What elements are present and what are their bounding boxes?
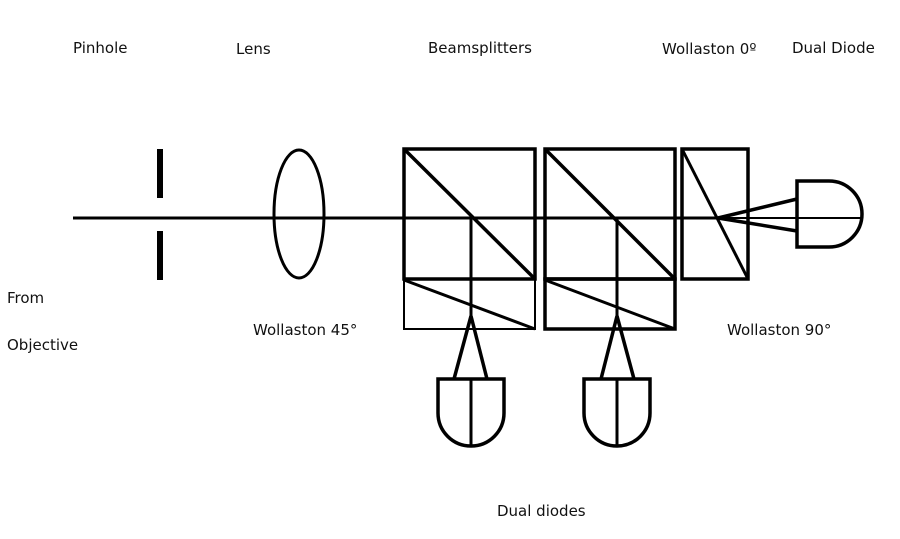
pinhole-lower-blade	[157, 231, 163, 280]
wollaston-0-box	[680, 147, 750, 281]
label-wollaston-90: Wollaston 90°	[727, 321, 832, 339]
label-beamsplitters: Beamsplitters	[428, 39, 532, 57]
dual-diode-bottom-2	[582, 377, 652, 448]
wollaston-0-beam-lower	[717, 216, 798, 233]
dual-diode-bottom-2-body	[582, 377, 652, 448]
dual-diode-right-body	[795, 179, 864, 249]
wollaston-0-prism	[680, 147, 862, 281]
wollaston-90-beam-right	[615, 315, 636, 380]
pinhole-upper-blade	[157, 149, 163, 198]
label-objective: Objective	[7, 336, 79, 354]
label-pinhole: Pinhole	[73, 39, 128, 57]
label-dual-diodes: Dual diodes	[497, 502, 586, 520]
wollaston-45-beam-left	[452, 315, 473, 380]
wollaston-90-diagonal	[544, 278, 676, 331]
lens	[272, 148, 326, 280]
dual-diode-bottom-1	[436, 377, 506, 448]
beamsplitter-1	[402, 147, 537, 316]
wollaston-0-beam-upper	[717, 197, 798, 220]
label-wollaston-0: Wollaston 0º	[662, 40, 757, 58]
wollaston-90-output-beams	[599, 315, 636, 380]
dual-diode-bottom-1-body	[436, 377, 506, 448]
beamsplitter-2	[543, 147, 677, 316]
wollaston-45-prism	[403, 278, 536, 331]
wollaston-90-box	[543, 277, 677, 331]
label-dual-diode: Dual Diode	[792, 39, 875, 57]
wollaston-45-box	[403, 278, 536, 330]
label-from: From	[7, 289, 45, 307]
beamsplitter-2-diagonal	[543, 147, 677, 281]
label-lens: Lens	[236, 40, 271, 58]
dual-diode-right	[795, 179, 864, 249]
wollaston-45-beam-right	[469, 315, 489, 380]
beamsplitter-1-diagonal	[402, 147, 537, 281]
wollaston-90-beam-left	[599, 315, 619, 380]
wollaston-90-prism	[543, 277, 677, 331]
wollaston-0-diagonal	[680, 148, 750, 280]
pinhole	[157, 149, 163, 280]
wollaston-45-output-beams	[452, 315, 489, 380]
wollaston-45-diagonal	[403, 278, 536, 331]
label-wollaston-45: Wollaston 45°	[253, 321, 358, 339]
